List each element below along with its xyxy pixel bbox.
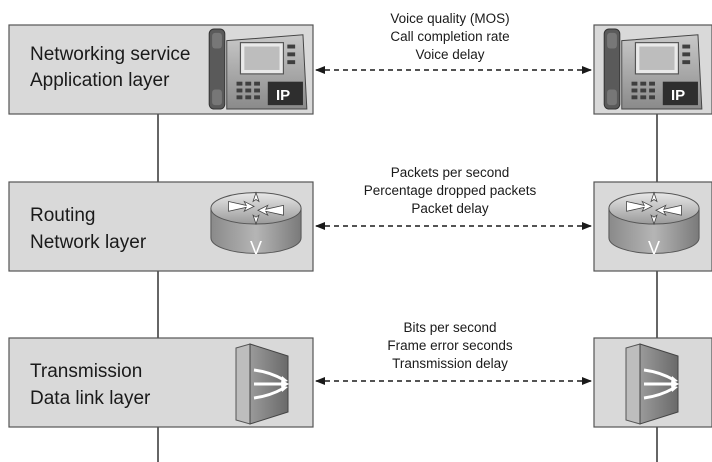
layer-title-line1: Transmission: [30, 361, 142, 382]
ip-label: IP: [671, 87, 685, 104]
layer-title-line1: Networking service: [30, 44, 191, 65]
metric-label: Voice delay: [415, 47, 484, 62]
layer-title-line2: Data link layer: [30, 388, 151, 409]
router-icon: V: [608, 192, 700, 258]
multiplexer-icon: [624, 342, 681, 426]
router-v-label: V: [648, 238, 660, 258]
router-v-label: V: [250, 238, 262, 258]
layer-title-line2: Application layer: [30, 70, 170, 91]
multiplexer-icon: [234, 342, 291, 426]
layer-title-line2: Network layer: [30, 232, 147, 253]
metric-label: Transmission delay: [392, 356, 508, 371]
vertical-connectors: [157, 114, 658, 462]
ip-phone-icon: IP: [603, 28, 703, 110]
metric-label: Call completion rate: [390, 29, 509, 44]
ip-phone-icon: IP: [208, 28, 308, 110]
metric-label: Packets per second: [391, 165, 510, 180]
ip-label: IP: [276, 87, 290, 104]
layer-application: Networking service Application layer IP …: [8, 11, 712, 115]
router-icon: V: [210, 192, 302, 258]
metric-label: Voice quality (MOS): [390, 11, 509, 26]
layer-datalink: Transmission Data link layer Bits per se…: [8, 320, 712, 428]
metric-label: Frame error seconds: [387, 338, 513, 353]
layer-title-line1: Routing: [30, 205, 96, 226]
layer-network: Routing Network layer V V Packets per se…: [8, 165, 712, 272]
metric-label: Percentage dropped packets: [364, 183, 537, 198]
metric-label: Packet delay: [411, 201, 489, 216]
metric-label: Bits per second: [403, 320, 496, 335]
